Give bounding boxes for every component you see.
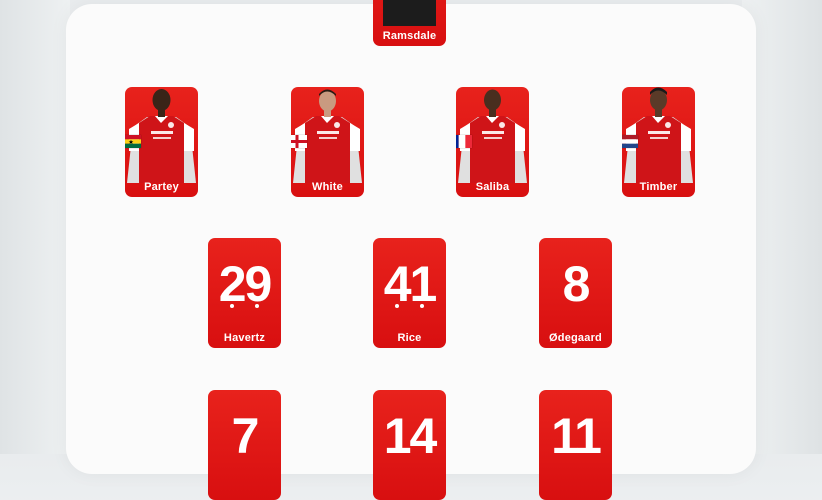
- player-photo: [383, 0, 436, 26]
- france-flag-icon: [456, 135, 472, 148]
- player-name: White: [312, 181, 343, 193]
- shirt-number: 11: [551, 408, 602, 464]
- player-name: Ødegaard: [549, 332, 602, 344]
- player-card-odegaard[interactable]: 8 Ødegaard: [539, 238, 612, 348]
- shirt-number: 8: [562, 256, 591, 312]
- shirt-number: 14: [383, 408, 438, 464]
- player-card-partey[interactable]: Partey: [125, 87, 198, 197]
- player-card-forward-left[interactable]: 7: [208, 390, 281, 500]
- player-name: Partey: [144, 181, 179, 193]
- player-card-forward-right[interactable]: 11: [539, 390, 612, 500]
- player-photo: [624, 87, 693, 183]
- player-card-rice[interactable]: 41 Rice: [373, 238, 446, 348]
- shirt-number: 7: [231, 408, 260, 464]
- player-name: Saliba: [475, 181, 510, 193]
- stadium-background-left: [0, 0, 70, 454]
- player-card-havertz[interactable]: 29 Havertz: [208, 238, 281, 348]
- player-name: Havertz: [223, 332, 266, 344]
- england-flag-icon: [291, 135, 307, 148]
- player-name: Timber: [639, 181, 678, 193]
- netherlands-flag-icon: [622, 135, 638, 148]
- shirt-number: 29: [218, 256, 273, 312]
- player-name: Rice: [397, 332, 422, 344]
- player-card-goalkeeper[interactable]: Ramsdale: [373, 0, 446, 46]
- premier-league-lion-marks: [373, 304, 446, 308]
- shirt-number: 41: [383, 256, 438, 312]
- player-photo: [458, 89, 527, 183]
- player-card-saliba[interactable]: Saliba: [456, 87, 529, 197]
- player-card-white[interactable]: White: [291, 87, 364, 197]
- ghana-flag-icon: [125, 135, 141, 148]
- premier-league-lion-marks: [208, 304, 281, 308]
- player-name: Ramsdale: [382, 30, 437, 42]
- player-card-forward-center[interactable]: 14: [373, 390, 446, 500]
- player-card-timber[interactable]: Timber: [622, 87, 695, 197]
